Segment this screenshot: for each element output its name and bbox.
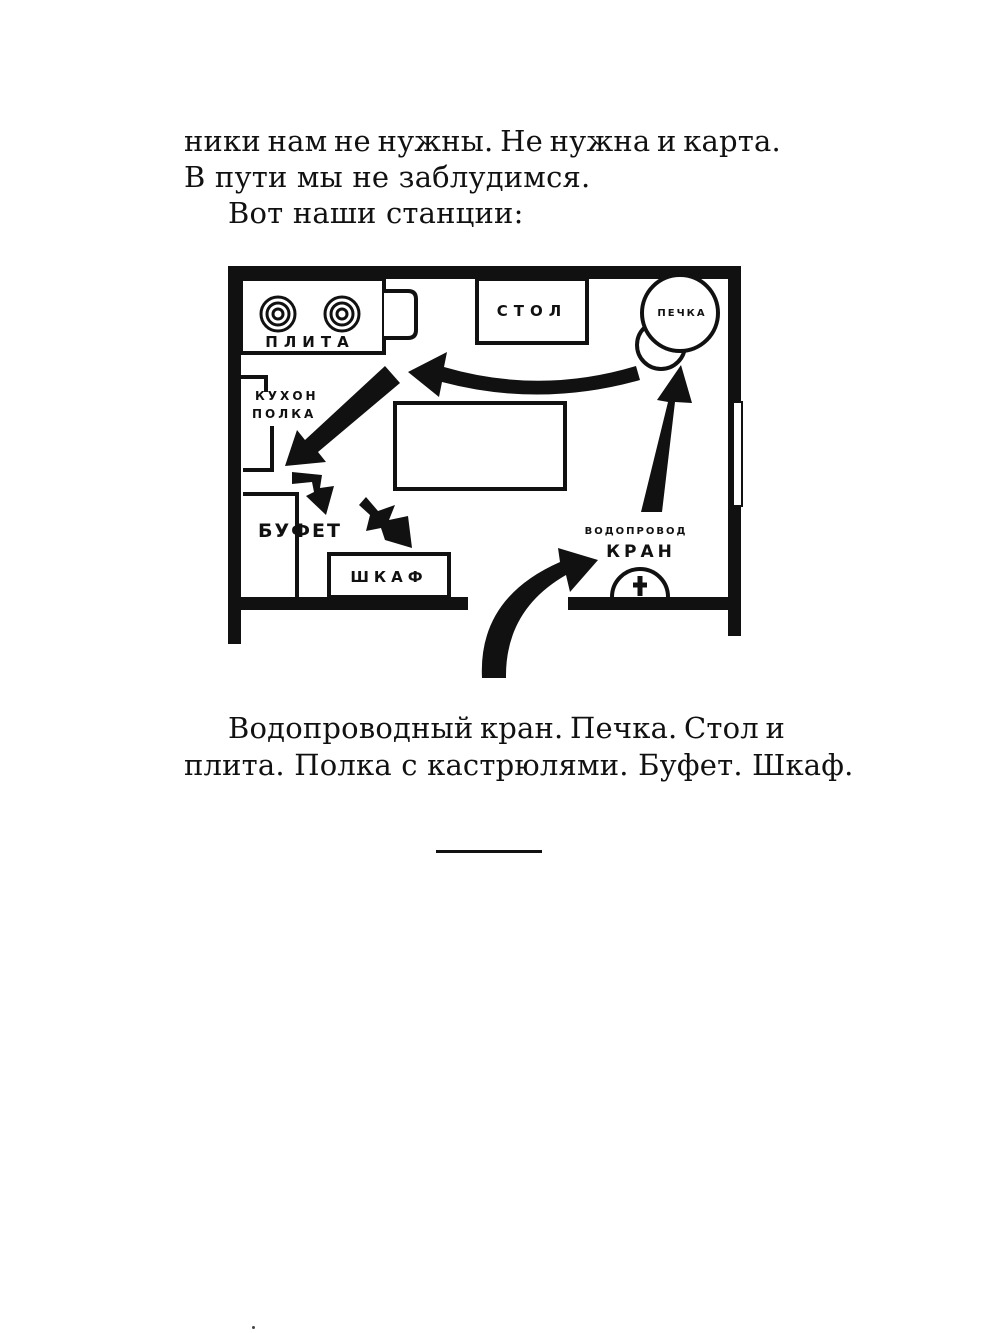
burner-icon (259, 295, 297, 333)
label-stol: СТОЛ (497, 302, 567, 320)
kitchen-shelf (236, 375, 274, 472)
word: Печка. (570, 711, 678, 745)
label-shkaf: ШКАФ (350, 568, 427, 586)
label-polka-1: КУХОН (255, 389, 319, 403)
text-line-2: В пути мы не заблудимся. (184, 160, 591, 194)
text-line-3: Вот наши станции: (228, 196, 524, 230)
word: нужны. (377, 124, 494, 158)
word: и (657, 124, 677, 158)
route-arrow-to-oven (641, 365, 692, 512)
text-line-1: ники нам не нужны. Не нужна и карта. (184, 124, 781, 158)
word: Стол (684, 711, 759, 745)
label-pechka: ПЕЧКА (657, 308, 706, 319)
word: Водопроводный (228, 711, 474, 745)
word: и (765, 711, 785, 745)
table-top: СТОЛ (475, 277, 589, 345)
caption-line-2: плита. Полка с кастрюлями. Буфет. Шкаф. (184, 748, 854, 782)
label-polka-2: ПОЛКА (252, 407, 316, 421)
word: карта. (683, 124, 781, 158)
walls (228, 266, 741, 644)
label-kran-1: ВОДОПРОВОД (585, 526, 688, 537)
oven: ПЕЧКА (635, 273, 720, 371)
word: нужна (549, 124, 651, 158)
label-kran-2: КРАН (606, 542, 676, 562)
label-plita: ПЛИТА (265, 333, 354, 351)
section-divider (436, 850, 542, 853)
route-arrow-to-cabinet (359, 497, 412, 548)
word: не (334, 124, 371, 158)
water-tap: ВОДОПРОВОД КРАН (585, 526, 688, 598)
word: кран. (479, 711, 564, 745)
label-bufet: БУФЕТ (258, 520, 342, 542)
word: нам (267, 124, 328, 158)
route-arrow-to-sideboard (292, 472, 334, 515)
burner-icon (323, 295, 361, 333)
cabinet: ШКАФ (327, 552, 451, 599)
center-table (393, 401, 567, 491)
kitchen-route-diagram: ПЛИТА СТОЛ ПЕЧКА КУХОН ПОЛКА БУФЕТ (228, 266, 743, 678)
stove: ПЛИТА (239, 277, 418, 355)
window (732, 401, 743, 507)
word: ники (184, 124, 261, 158)
sideboard (243, 492, 299, 597)
word: Не (500, 124, 543, 158)
route-arrow-to-shelf (285, 366, 400, 466)
route-arrow-entry (481, 548, 598, 678)
route-arrow-to-table (408, 352, 640, 397)
print-speck (252, 1326, 255, 1329)
caption-line-1: Водопроводный кран. Печка. Стол и (228, 711, 785, 745)
